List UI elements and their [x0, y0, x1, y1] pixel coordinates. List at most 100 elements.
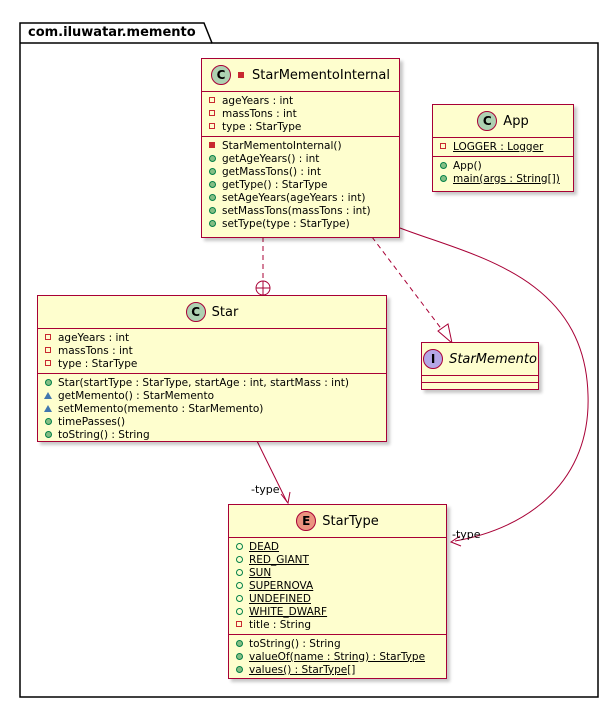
field-row: type : StarType — [208, 120, 399, 133]
public-field-icon — [235, 566, 244, 579]
class-badge-icon: C — [185, 302, 206, 322]
method-row: toString() : String — [44, 428, 386, 441]
public-field-icon — [235, 579, 244, 592]
public-method-icon — [44, 376, 53, 389]
field-row: ageYears : int — [44, 331, 386, 344]
method-row: getMassTons() : int — [208, 165, 399, 178]
enum-name: StarType — [322, 513, 379, 529]
private-field-icon — [44, 331, 53, 344]
realization-arrowhead-icon — [437, 323, 453, 345]
interface-star-memento[interactable]: I StarMemento — [421, 342, 539, 390]
interface-badge-icon: I — [423, 349, 444, 369]
private-field-icon — [44, 344, 53, 357]
public-field-icon — [235, 605, 244, 618]
method-row: main(args : String[]) — [439, 172, 573, 185]
method-row: valueOf(name : String) : StarType — [235, 650, 446, 663]
private-field-icon — [235, 618, 244, 631]
interface-name: StarMemento — [449, 351, 537, 367]
method-row: setMemento(memento : StarMemento) — [44, 402, 386, 415]
class-name: Star — [211, 304, 239, 320]
association-arrowhead-icon — [449, 535, 462, 547]
private-field-icon — [208, 120, 217, 133]
enum-badge-icon: E — [296, 511, 317, 531]
methods-section — [422, 382, 538, 389]
methods-section: toString() : String valueOf(name : Strin… — [229, 634, 446, 679]
class-badge-icon: C — [211, 65, 232, 85]
enum-constant-row: RED_GIANT — [235, 553, 446, 566]
methods-section: App() main(args : String[]) — [433, 156, 573, 188]
method-row: Star(startType : StarType, startAge : in… — [44, 376, 386, 389]
public-method-icon — [235, 637, 244, 650]
private-visibility-icon — [237, 69, 246, 82]
public-field-icon — [235, 592, 244, 605]
package-frame — [19, 22, 599, 698]
public-method-icon — [208, 178, 217, 191]
enum-constant-row: DEAD — [235, 540, 446, 553]
association-star-to-startype — [256, 440, 288, 503]
class-badge-icon: C — [477, 111, 498, 131]
fields-section: LOGGER : Logger — [433, 137, 573, 156]
public-method-icon — [235, 650, 244, 663]
enum-star-type[interactable]: E StarType DEAD RED_GIANT SUN SUPERNOVA … — [228, 504, 447, 679]
class-name: App — [503, 113, 529, 129]
nested-class-circle-plus-icon — [255, 280, 271, 296]
private-field-icon — [44, 357, 53, 370]
enum-constant-row: SUPERNOVA — [235, 579, 446, 592]
public-method-icon — [44, 428, 53, 441]
association-label-star-type: -type — [251, 483, 280, 496]
method-row: App() — [439, 159, 573, 172]
field-row: massTons : int — [44, 344, 386, 357]
private-field-icon — [439, 140, 448, 153]
enum-constant-row: UNDEFINED — [235, 592, 446, 605]
association-label-internal-type: -type — [452, 528, 481, 541]
fields-section — [422, 375, 538, 382]
method-row: setAgeYears(ageYears : int) — [208, 191, 399, 204]
public-method-icon — [439, 172, 448, 185]
class-star-memento-internal[interactable]: C StarMementoInternal ageYears : int mas… — [201, 58, 400, 238]
public-field-icon — [235, 553, 244, 566]
method-row: timePasses() — [44, 415, 386, 428]
class-app[interactable]: C App LOGGER : Logger App() main(args : … — [432, 104, 574, 192]
public-method-icon — [439, 159, 448, 172]
public-method-icon — [44, 415, 53, 428]
class-star[interactable]: C Star ageYears : int massTons : int typ… — [37, 295, 387, 442]
fields-section: DEAD RED_GIANT SUN SUPERNOVA UNDEFINED W… — [229, 537, 446, 634]
public-method-icon — [208, 152, 217, 165]
method-row: values() : StarType[] — [235, 663, 446, 676]
method-row: setMassTons(massTons : int) — [208, 204, 399, 217]
private-method-icon — [208, 139, 217, 152]
method-row: setType(type : StarType) — [208, 217, 399, 230]
package-name: com.iluwatar.memento — [28, 25, 196, 40]
method-row: getType() : StarType — [208, 178, 399, 191]
fields-section: ageYears : int massTons : int type : Sta… — [202, 91, 399, 136]
fields-section: ageYears : int massTons : int type : Sta… — [38, 328, 386, 373]
field-row: type : StarType — [44, 357, 386, 370]
enum-constant-row: SUN — [235, 566, 446, 579]
methods-section: Star(startType : StarType, startAge : in… — [38, 373, 386, 444]
private-field-icon — [208, 94, 217, 107]
private-field-icon — [208, 107, 217, 120]
method-row: getMemento() : StarMemento — [44, 389, 386, 402]
method-row: toString() : String — [235, 637, 446, 650]
field-row: massTons : int — [208, 107, 399, 120]
package-method-icon — [44, 389, 53, 402]
association-arrowhead-icon — [280, 491, 291, 505]
enum-constant-row: WHITE_DWARF — [235, 605, 446, 618]
public-method-icon — [208, 191, 217, 204]
public-method-icon — [208, 204, 217, 217]
public-method-icon — [235, 663, 244, 676]
method-row: StarMementoInternal() — [208, 139, 399, 152]
method-row: getAgeYears() : int — [208, 152, 399, 165]
public-method-icon — [208, 217, 217, 230]
field-row: LOGGER : Logger — [439, 140, 573, 153]
public-method-icon — [208, 165, 217, 178]
public-field-icon — [235, 540, 244, 553]
methods-section: StarMementoInternal() getAgeYears() : in… — [202, 136, 399, 233]
realization-line — [371, 236, 444, 332]
package-method-icon — [44, 402, 53, 415]
association-internal-to-startype — [399, 227, 589, 542]
field-row: ageYears : int — [208, 94, 399, 107]
field-row: title : String — [235, 618, 446, 631]
class-name: StarMementoInternal — [252, 67, 390, 83]
